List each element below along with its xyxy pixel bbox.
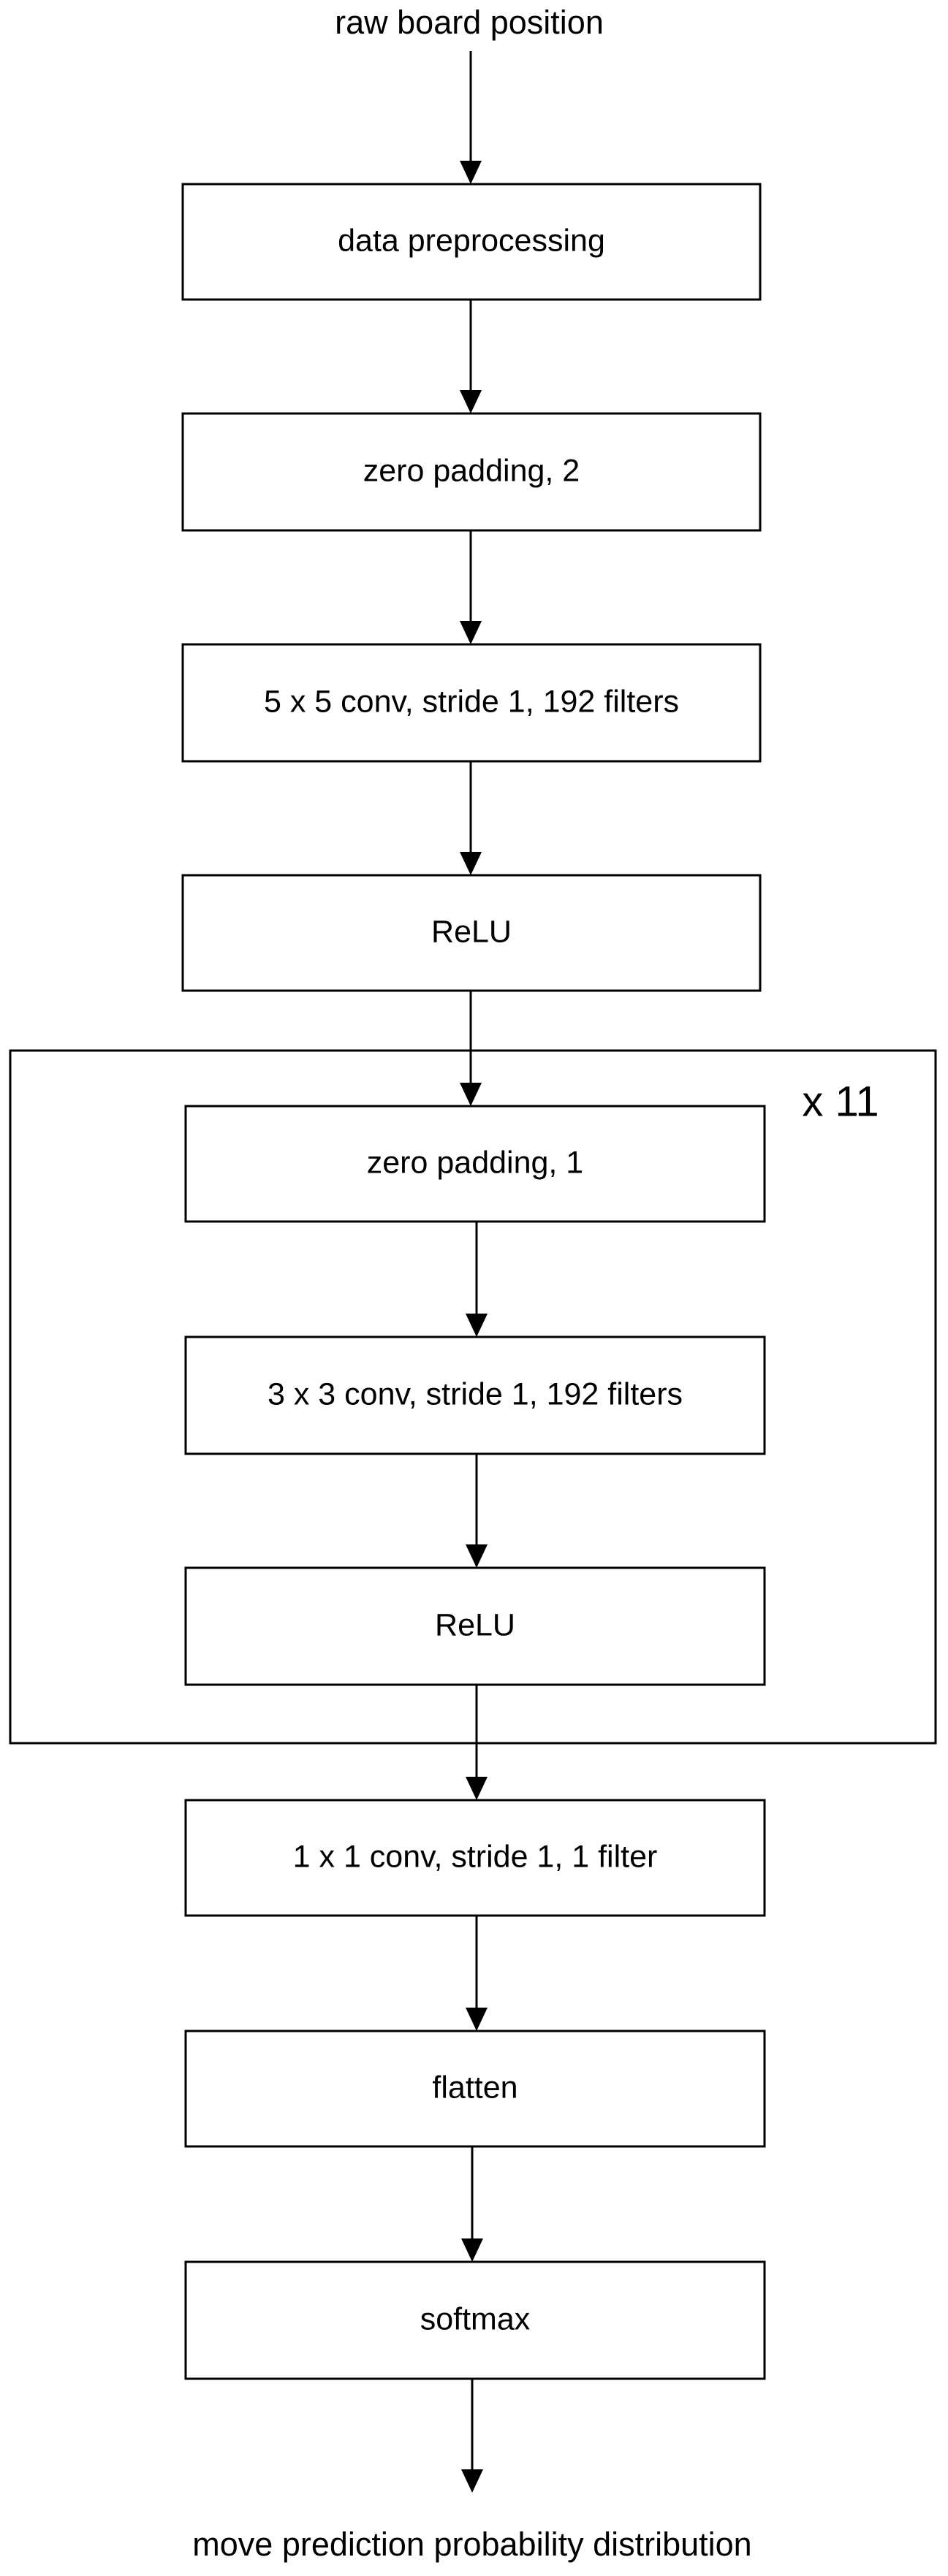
edge-input-to-preprocessing [460, 51, 482, 184]
edge-zero-padding-2-to-conv-5x5 [460, 530, 482, 644]
node-label: softmax [420, 2301, 531, 2336]
node-box [184, 2260, 766, 2380]
node-data-preprocessing: data preprocessing [181, 183, 762, 301]
node-zero-padding-2: zero padding, 2 [181, 412, 762, 532]
node-label: 1 x 1 conv, stride 1, 1 filter [293, 1839, 658, 1874]
node-conv-5x5: 5 x 5 conv, stride 1, 192 filters [181, 643, 762, 763]
node-label: zero padding, 2 [363, 453, 580, 488]
edge-relu-2-to-conv-1x1 [466, 1685, 488, 1800]
edge-conv-3x3-to-relu-2 [466, 1454, 488, 1568]
node-label: data preprocessing [338, 223, 605, 258]
node-relu-1: ReLU [181, 874, 762, 992]
node-box [184, 2030, 766, 2148]
node-label: ReLU [435, 1607, 515, 1642]
node-softmax: softmax [184, 2260, 766, 2380]
node-flatten: flatten [184, 2030, 766, 2148]
node-zero-padding-1: zero padding, 1 [184, 1105, 766, 1223]
node-label: 3 x 3 conv, stride 1, 192 filters [268, 1376, 683, 1411]
repeat-count-label: x 11 [802, 1078, 879, 1125]
node-conv-3x3: 3 x 3 conv, stride 1, 192 filters [184, 1335, 766, 1455]
input-label: raw board position [335, 4, 604, 41]
node-label: ReLU [431, 914, 512, 949]
node-box [184, 1105, 766, 1223]
edge-softmax-to-output [461, 2379, 483, 2493]
edge-conv-5x5-to-relu-1 [460, 761, 482, 875]
node-box [181, 874, 762, 992]
node-box [184, 1566, 766, 1686]
node-label: zero padding, 1 [367, 1145, 583, 1180]
node-relu-2: ReLU [184, 1566, 766, 1686]
edge-zero-padding-1-to-conv-3x3 [466, 1222, 488, 1337]
node-box [184, 1335, 766, 1455]
node-box [184, 1799, 766, 1917]
node-conv-1x1: 1 x 1 conv, stride 1, 1 filter [184, 1799, 766, 1917]
edges [460, 51, 488, 2493]
edge-preprocessing-to-zero-padding-2 [460, 300, 482, 414]
edge-flatten-to-softmax [461, 2146, 483, 2262]
repeat-block-frame [9, 1049, 937, 1745]
node-box [181, 643, 762, 763]
edge-relu-1-to-zero-padding-1 [460, 991, 482, 1106]
output-label: move prediction probability distribution [192, 2526, 751, 2563]
node-box [181, 412, 762, 532]
node-label: flatten [432, 2070, 517, 2105]
node-box [181, 183, 762, 301]
edge-conv-1x1-to-flatten [466, 1916, 488, 2031]
node-label: 5 x 5 conv, stride 1, 192 filters [264, 684, 679, 719]
